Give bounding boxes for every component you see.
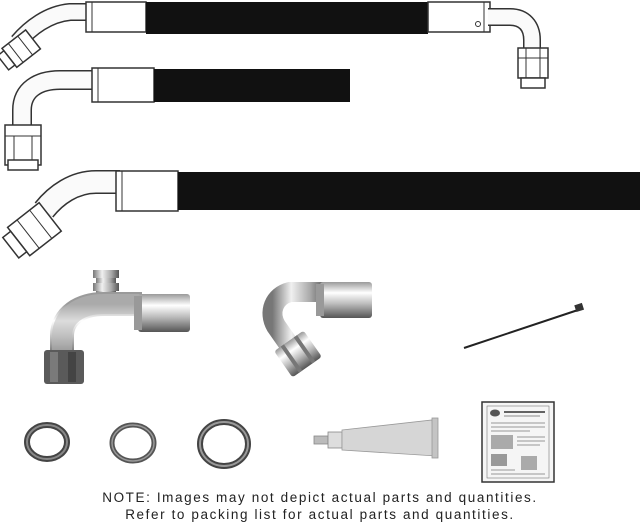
note-line-1: NOTE: Images may not depict actual parts…: [102, 490, 538, 505]
note-line-2: Refer to packing list for actual parts a…: [125, 507, 515, 522]
lubricant-tube: [313, 417, 439, 459]
o-ring-small: [24, 422, 70, 462]
fitting-bent-135: [262, 282, 372, 377]
o-ring-large: [197, 419, 251, 469]
hose-assembly-3: [1, 170, 640, 259]
instruction-sheet: [481, 401, 555, 483]
cable-tie: [463, 302, 585, 349]
hose-assembly-1: [0, 1, 549, 89]
o-ring-medium: [109, 422, 157, 464]
hose-assembly-2: [4, 67, 350, 171]
fitting-barb-90: [44, 270, 190, 384]
